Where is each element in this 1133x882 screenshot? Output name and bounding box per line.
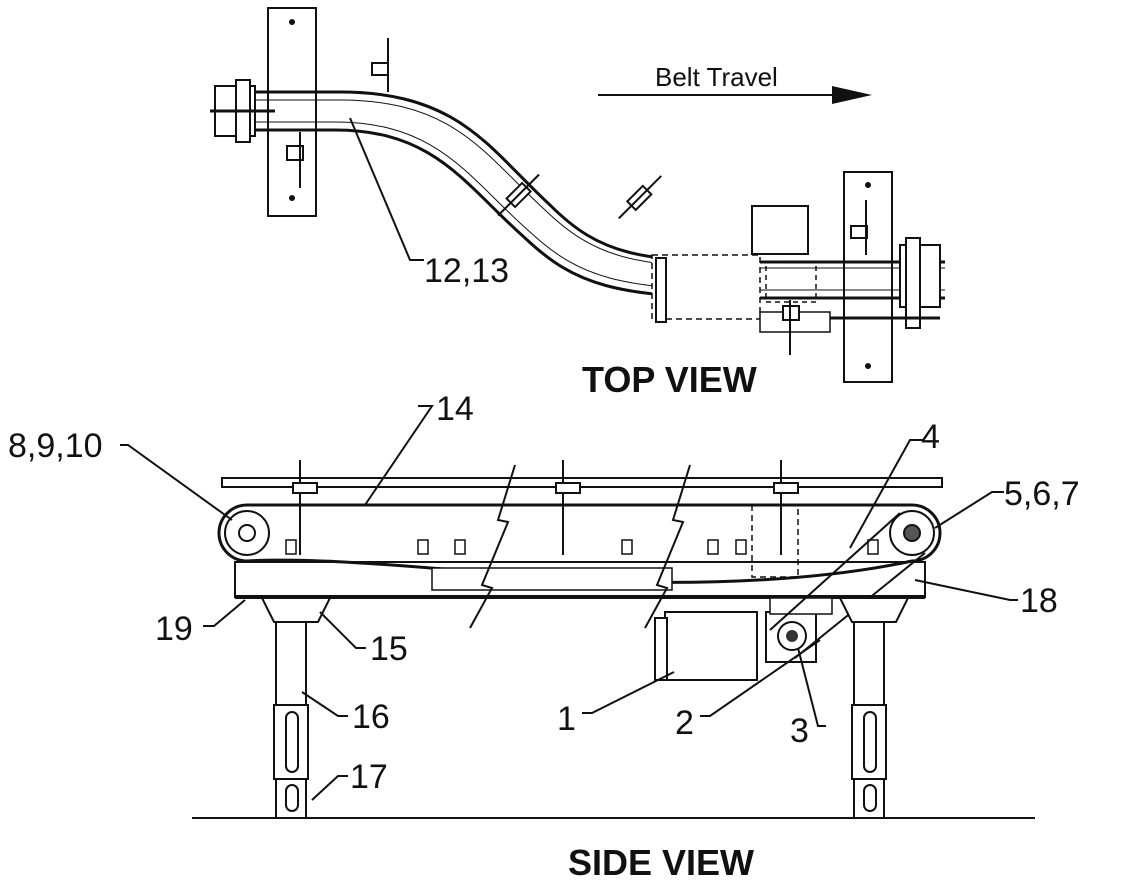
callout-14: 14 [436, 390, 474, 428]
callout-4: 4 [921, 418, 940, 456]
right-leg [851, 621, 887, 819]
left-leg [273, 621, 309, 819]
callout-19: 19 [155, 610, 193, 648]
callout-12-13: 12,13 [424, 252, 509, 290]
callout-5-6-7: 5,6,7 [1004, 475, 1080, 513]
callout-17: 17 [350, 758, 388, 796]
callout-3: 3 [790, 712, 809, 750]
top-left-mount-plate [267, 7, 317, 217]
belt-travel-label: Belt Travel [655, 62, 778, 92]
callout-15: 15 [370, 630, 408, 668]
guide-rail [221, 477, 943, 488]
callout-16: 16 [352, 698, 390, 736]
arrowhead-icon [832, 86, 872, 104]
idler-pulley [224, 510, 270, 556]
top-motor [751, 205, 809, 255]
top-right-mount-plate [843, 171, 893, 383]
callout-1: 1 [557, 700, 576, 738]
callout-2: 2 [675, 704, 694, 742]
top-view: Belt Travel 12,13 TOP VIEW [210, 7, 945, 400]
top-view-title: TOP VIEW [582, 359, 757, 400]
curved-frame [215, 90, 945, 300]
side-view: 8,9,10 14 4 5,6,7 18 19 15 16 17 1 2 3 S… [8, 390, 1080, 882]
drive-pulley [889, 510, 935, 556]
side-view-title: SIDE VIEW [568, 842, 754, 882]
callout-18: 18 [1020, 582, 1058, 620]
motor [664, 611, 758, 681]
callout-8-9-10: 8,9,10 [8, 427, 103, 465]
